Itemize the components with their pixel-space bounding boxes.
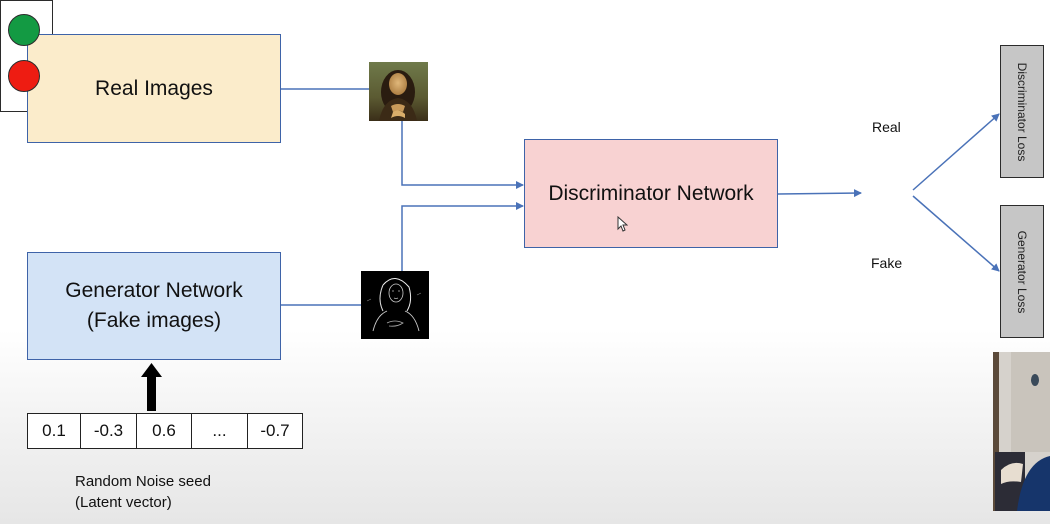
noise-cell: 0.6 <box>137 414 192 448</box>
generator-loss-box: Generator Loss <box>1000 205 1044 338</box>
noise-caption-line2: (Latent vector) <box>75 494 172 511</box>
mouse-pointer-icon <box>617 216 628 232</box>
green-light-icon <box>8 14 40 46</box>
generator-label-line2: (Fake images) <box>86 309 222 332</box>
noise-cell: 0.1 <box>28 414 81 448</box>
fake-to-discriminator-arrow <box>401 202 524 271</box>
discriminator-label: Discriminator Network <box>548 181 754 205</box>
discriminator-loss-box: Discriminator Loss <box>1000 45 1044 178</box>
real-image-thumbnail <box>369 62 428 121</box>
noise-cell: -0.7 <box>260 421 290 440</box>
noise-cell: ... <box>192 414 248 448</box>
noise-cell: -0.3 <box>81 414 137 448</box>
real-label: Real <box>872 119 901 135</box>
noise-caption-line1: Random Noise seed <box>75 473 211 490</box>
arrow-up-icon <box>141 363 162 411</box>
generator-network-box: Generator Network (Fake images) <box>27 252 281 360</box>
fake-image-thumbnail <box>361 271 429 339</box>
fake-label: Fake <box>871 255 903 271</box>
output-to-generator-loss-arrow <box>912 195 1000 272</box>
generator-label-line1: Generator Network <box>65 279 243 302</box>
output-to-discriminator-loss-arrow <box>912 113 1000 191</box>
discriminator-network-box: Discriminator Network <box>524 139 778 248</box>
noise-caption: Random Noise seed (Latent vector) <box>75 471 211 513</box>
noise-vector: 0.1 -0.3 0.6 ... -0.7 <box>27 413 303 449</box>
presenter-webcam <box>993 352 1050 511</box>
real-to-discriminator-arrow <box>401 121 524 189</box>
real-images-label: Real Images <box>95 76 213 100</box>
generator-loss-label: Generator Loss <box>1015 230 1029 313</box>
discriminator-loss-label: Discriminator Loss <box>1015 62 1029 161</box>
real-images-box: Real Images <box>27 34 281 143</box>
red-light-icon <box>8 60 40 92</box>
discriminator-to-output-arrow <box>777 189 862 198</box>
